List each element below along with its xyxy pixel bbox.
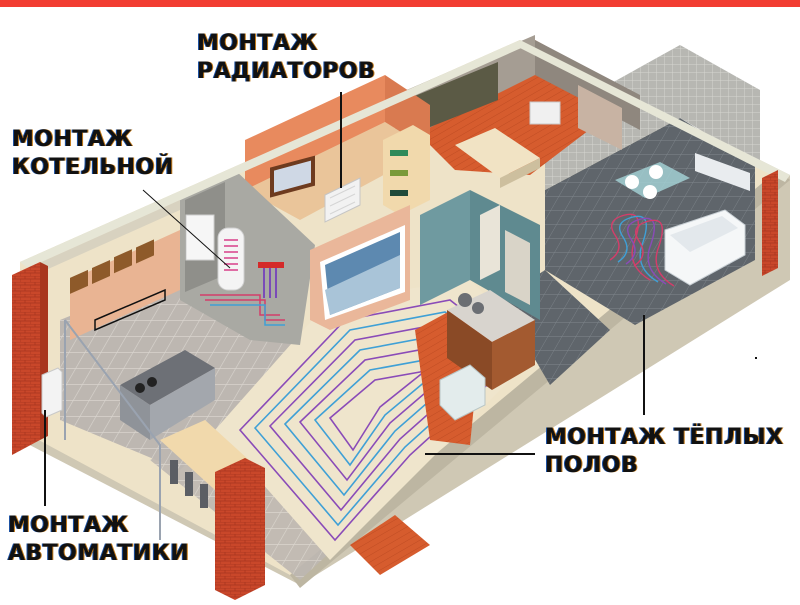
hallway-walls [420, 190, 540, 320]
bed [455, 128, 540, 188]
label-warm-floors: МОНТАЖ ТЁПЛЫХ ПОЛОВ [545, 424, 784, 480]
armchair [439, 364, 486, 421]
leader-line-warm-floors [425, 453, 535, 455]
label-radiators-line1: МОНТАЖ [197, 31, 318, 56]
label-boiler-room-line1: МОНТАЖ [12, 127, 133, 152]
label-automation: МОНТАЖ АВТОМАТИКИ [8, 512, 189, 568]
radiator [324, 177, 361, 223]
label-boiler-room-line2: КОТЕЛЬНОЙ [12, 155, 174, 180]
label-automation-line2: АВТОМАТИКИ [8, 541, 190, 566]
bathroom-heated-floor [609, 213, 675, 287]
boiler-unit [185, 214, 215, 261]
label-boiler-room: МОНТАЖ КОТЕЛЬНОЙ [12, 126, 174, 182]
bookshelf [383, 125, 430, 215]
thermostat-unit [41, 367, 63, 418]
bedroom-radiator [529, 101, 561, 125]
leader-line-radiators [340, 92, 342, 188]
washbasin-counter [615, 162, 690, 199]
water-heater [217, 227, 245, 291]
label-radiators-line2: РАДИАТОРОВ [197, 59, 376, 84]
glass-partition [64, 319, 161, 540]
bar-stools [170, 460, 208, 508]
manifold [258, 262, 284, 298]
label-warm-floors-line2: ПОЛОВ [545, 453, 639, 478]
living-room-wall [310, 205, 410, 330]
bathtub [664, 209, 746, 286]
label-warm-floors-line1: МОНТАЖ ТЁПЛЫХ [545, 425, 784, 450]
sideboard [447, 290, 535, 390]
label-radiators: МОНТАЖ РАДИАТОРОВ [197, 30, 376, 86]
leader-line-automation [44, 410, 46, 506]
top-accent-bar [0, 0, 800, 7]
leader-line-bathroom-floor [643, 315, 645, 415]
label-automation-line1: МОНТАЖ [8, 513, 129, 538]
